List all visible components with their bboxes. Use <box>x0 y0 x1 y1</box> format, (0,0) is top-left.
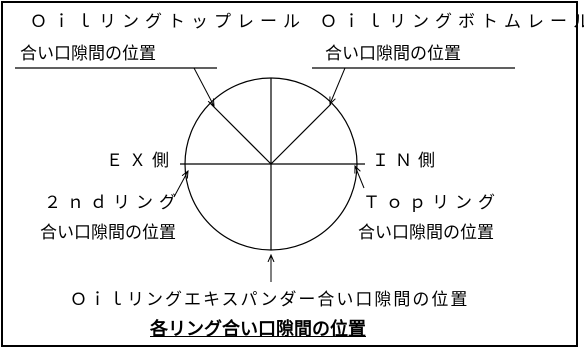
ex-side-label: ＥＸ側 <box>106 151 175 171</box>
second-ring-label-line2: 合い口隙間の位置 <box>40 223 176 243</box>
top-left-leader-arrow <box>193 67 214 106</box>
top-right-label-line1: Ｏｉｌリングボトムレール <box>320 12 584 32</box>
diagram-caption: 各リング合い口隙間の位置 <box>150 319 366 340</box>
top-ring-label-line1: Ｔｏｐリング <box>363 193 501 213</box>
top-left-label-line1: Ｏｉｌリングトップレール <box>30 12 306 32</box>
top-ring-label-line2: 合い口隙間の位置 <box>358 223 494 243</box>
second-ring-leader-arrow <box>173 171 188 198</box>
top-right-label-line2: 合い口隙間の位置 <box>325 44 461 64</box>
top-right-leader-arrow <box>330 67 346 104</box>
diagonal-top-left-line <box>209 102 272 165</box>
diagonal-top-right-line <box>270 103 332 165</box>
top-left-label-line2: 合い口隙間の位置 <box>20 44 156 64</box>
top-ring-leader-arrow <box>355 166 365 189</box>
diagram-frame <box>1 1 578 347</box>
in-side-label: ＩＮ側 <box>372 151 441 171</box>
second-ring-label-line1: ２ｎｄリング <box>44 193 182 213</box>
expander-label: Ｏｉｌリングエキスパンダー合い口隙間の位置 <box>70 290 470 310</box>
